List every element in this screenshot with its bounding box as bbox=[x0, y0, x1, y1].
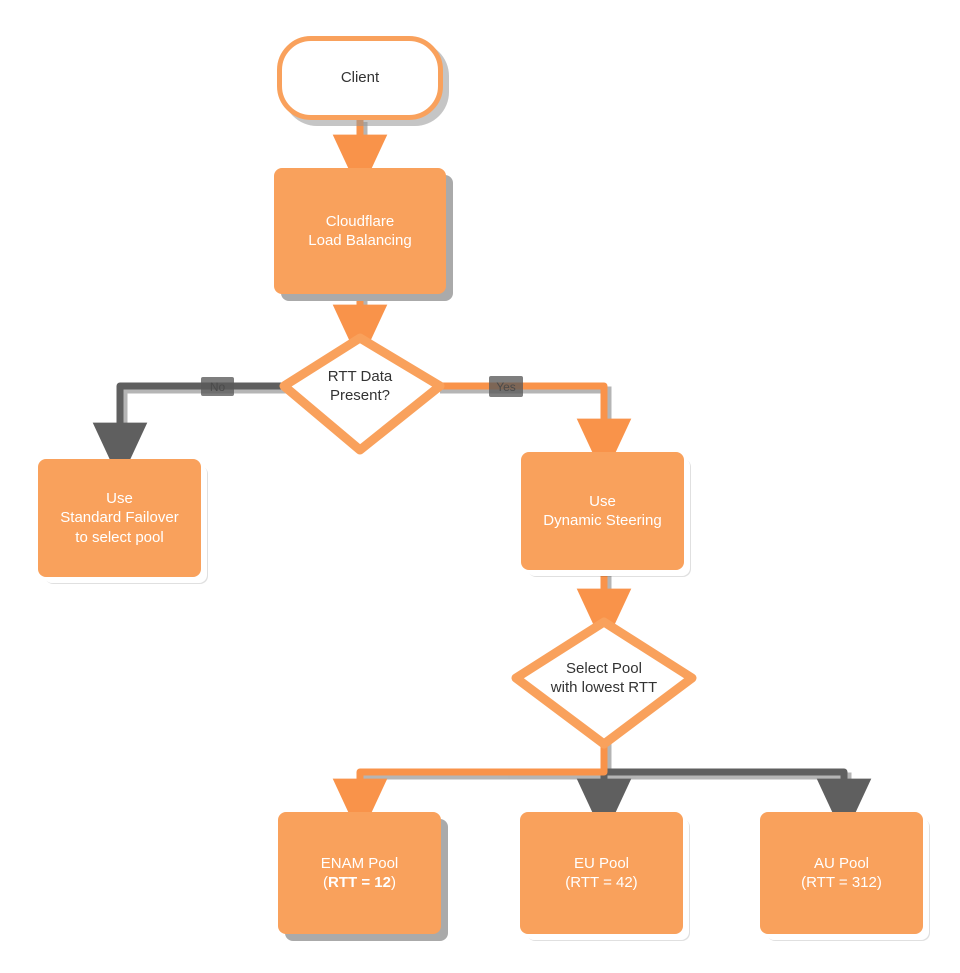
decision-shapes bbox=[279, 333, 697, 749]
edge-select-to-enam-pool bbox=[332, 736, 608, 838]
edge-label-yes-text: Yes bbox=[496, 379, 516, 394]
shadow-select-enam bbox=[360, 740, 612, 812]
node-eu-pool-line1: EU Pool bbox=[573, 854, 629, 872]
enam-rtt-value: RTT = 12 bbox=[328, 874, 391, 891]
node-client[interactable]: Client bbox=[277, 36, 443, 120]
node-standard-failover-line3: to select pool bbox=[75, 528, 164, 546]
node-au-pool-line2: (RTT = 312) bbox=[801, 874, 882, 891]
node-standard-failover[interactable]: Use Standard Failover to select pool bbox=[38, 459, 201, 577]
node-cloudflare-load-balancing[interactable]: Cloudflare Load Balancing bbox=[274, 168, 446, 294]
edge-label-yes: Yes bbox=[489, 376, 523, 397]
node-cloudflare-line2: Load Balancing bbox=[308, 232, 412, 249]
node-eu-pool-line2: (RTT = 42) bbox=[565, 874, 638, 891]
node-cloudflare-line1: Cloudflare bbox=[325, 212, 395, 230]
node-enam-pool-line1: ENAM Pool bbox=[320, 854, 399, 872]
diamond-select-pool bbox=[511, 617, 697, 749]
edge-label-no-text: No bbox=[209, 379, 226, 394]
shadow-rtt-failover bbox=[120, 386, 288, 456]
node-standard-failover-line2: Standard Failover bbox=[60, 509, 179, 527]
node-dynamic-steering-text: Use Dynamic Steering bbox=[543, 492, 661, 531]
node-au-pool[interactable]: AU Pool (RTT = 312) bbox=[760, 812, 923, 934]
node-eu-pool[interactable]: EU Pool (RTT = 42) bbox=[520, 812, 683, 934]
node-enam-pool-line2: (RTT = 12) bbox=[321, 873, 399, 893]
shadow-select-au bbox=[608, 772, 852, 812]
node-cloudflare-load-balancing-text: Cloudflare Load Balancing bbox=[308, 212, 411, 251]
node-au-pool-line1: AU Pool bbox=[813, 854, 869, 872]
node-standard-failover-text: Use Standard Failover to select pool bbox=[60, 489, 178, 548]
edge-label-no: No bbox=[201, 377, 234, 396]
edge-select-to-au-pool bbox=[604, 768, 872, 838]
node-dynamic-steering[interactable]: Use Dynamic Steering bbox=[521, 452, 684, 570]
node-dynamic-steering-line2: Dynamic Steering bbox=[543, 512, 662, 529]
node-enam-pool[interactable]: ENAM Pool (RTT = 12) bbox=[278, 812, 441, 934]
enam-paren-open: ( bbox=[323, 874, 329, 891]
node-enam-pool-text: ENAM Pool (RTT = 12) bbox=[321, 854, 399, 893]
node-client-label: Client bbox=[340, 69, 380, 87]
node-eu-pool-text: EU Pool (RTT = 42) bbox=[565, 854, 637, 893]
shadow-rtt-dynamic bbox=[440, 386, 612, 452]
enam-paren-close: ) bbox=[390, 874, 396, 891]
diamond-rtt-data-present bbox=[279, 333, 445, 455]
node-dynamic-steering-line1: Use bbox=[589, 492, 616, 510]
node-standard-failover-line1: Use bbox=[106, 489, 133, 507]
node-au-pool-text: AU Pool (RTT = 312) bbox=[801, 854, 882, 893]
